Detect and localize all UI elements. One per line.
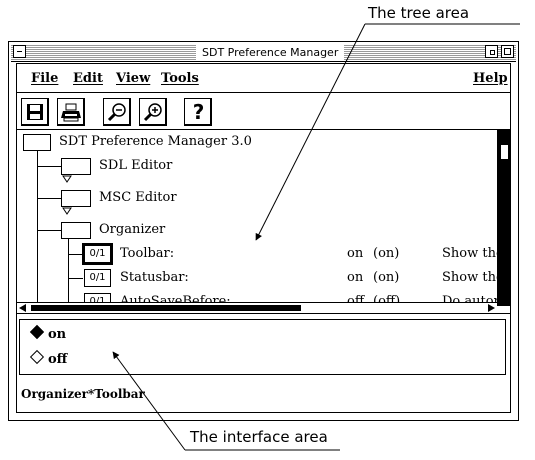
pref-statusbar-desc: Show the xyxy=(442,270,504,285)
help-button[interactable]: ? xyxy=(184,98,212,126)
window-menu-button[interactable] xyxy=(13,45,26,58)
scroll-right-arrow-icon[interactable] xyxy=(488,304,495,312)
menu-tools[interactable]: Tools xyxy=(161,71,199,86)
pref-toolbar-icon[interactable]: 0/1 xyxy=(82,243,113,265)
preference-manager-window: SDT Preference Manager File Edit View To… xyxy=(8,41,519,421)
vertical-scrollbar[interactable] xyxy=(497,130,510,306)
tree-area-annotation: The tree area xyxy=(368,4,470,22)
zoom-out-button[interactable] xyxy=(103,98,131,126)
interface-area-annotation: The interface area xyxy=(190,428,328,446)
tree-node-root-box[interactable] xyxy=(23,134,51,151)
tree-connector xyxy=(68,278,83,279)
menu-bar: File Edit View Tools Help xyxy=(17,64,510,93)
client-area: File Edit View Tools Help xyxy=(16,63,511,413)
radio-off-label: off xyxy=(48,352,68,367)
vertical-scroll-thumb[interactable] xyxy=(500,144,509,160)
tree-node-organizer-box[interactable] xyxy=(61,222,91,239)
maximize-button[interactable] xyxy=(501,45,514,58)
tree-node-msc-box[interactable] xyxy=(61,190,91,207)
menu-view[interactable]: View xyxy=(116,71,151,86)
pref-statusbar-value: on xyxy=(347,270,364,285)
tree-node-sdl-editor[interactable]: SDL Editor xyxy=(99,158,173,173)
tree-connector xyxy=(37,198,61,199)
title-bar[interactable]: SDT Preference Manager xyxy=(11,44,516,62)
zoom-in-button[interactable] xyxy=(139,98,167,126)
pref-toolbar-desc: Show the xyxy=(442,246,504,261)
tree-connector xyxy=(37,230,61,231)
pref-toolbar-value: on xyxy=(347,246,364,261)
menu-help[interactable]: Help xyxy=(473,71,508,86)
radio-selected-icon xyxy=(29,324,45,340)
pref-toolbar-default: (on) xyxy=(373,246,400,261)
horizontal-scrollbar[interactable] xyxy=(17,302,497,313)
help-icon: ? xyxy=(192,100,205,124)
interface-area: on off xyxy=(19,319,506,375)
menu-edit[interactable]: Edit xyxy=(73,71,103,86)
radio-on-label: on xyxy=(48,327,67,342)
pref-toolbar-name[interactable]: Toolbar: xyxy=(120,246,175,261)
radio-on[interactable]: on xyxy=(29,324,67,342)
scroll-left-arrow-icon[interactable] xyxy=(19,304,26,312)
zoom-out-icon xyxy=(107,103,126,122)
tree-area: SDT Preference Manager 3.0 SDL Editor MS… xyxy=(17,130,510,314)
minimize-button[interactable] xyxy=(485,45,498,58)
tree-connector xyxy=(37,147,38,307)
radio-unselected-icon xyxy=(29,349,45,365)
collapsed-triangle-icon[interactable] xyxy=(62,175,72,183)
tree-connector xyxy=(68,239,69,309)
collapsed-triangle-icon[interactable] xyxy=(62,207,72,215)
tree-node-sdl-box[interactable] xyxy=(61,158,91,175)
print-button[interactable] xyxy=(57,98,85,126)
pref-statusbar-default: (on) xyxy=(373,270,400,285)
tree-connector xyxy=(37,166,61,167)
tree-connector xyxy=(68,254,83,255)
pref-statusbar-name[interactable]: Statusbar: xyxy=(120,270,189,285)
tree-node-organizer[interactable]: Organizer xyxy=(99,222,166,237)
save-icon xyxy=(27,104,43,120)
horizontal-scroll-thumb[interactable] xyxy=(31,305,301,311)
menu-file[interactable]: File xyxy=(31,71,59,86)
tree-node-msc-editor[interactable]: MSC Editor xyxy=(99,190,177,205)
radio-off[interactable]: off xyxy=(29,349,68,367)
window-title: SDT Preference Manager xyxy=(196,45,345,60)
pref-statusbar-icon[interactable]: 0/1 xyxy=(84,269,111,287)
toolbar: ? xyxy=(17,93,510,130)
tree-node-root[interactable]: SDT Preference Manager 3.0 xyxy=(59,134,252,149)
print-icon xyxy=(61,103,81,122)
save-button[interactable] xyxy=(21,98,49,126)
status-bar: Organizer*Toolbar xyxy=(21,387,145,401)
zoom-in-icon xyxy=(143,103,162,122)
